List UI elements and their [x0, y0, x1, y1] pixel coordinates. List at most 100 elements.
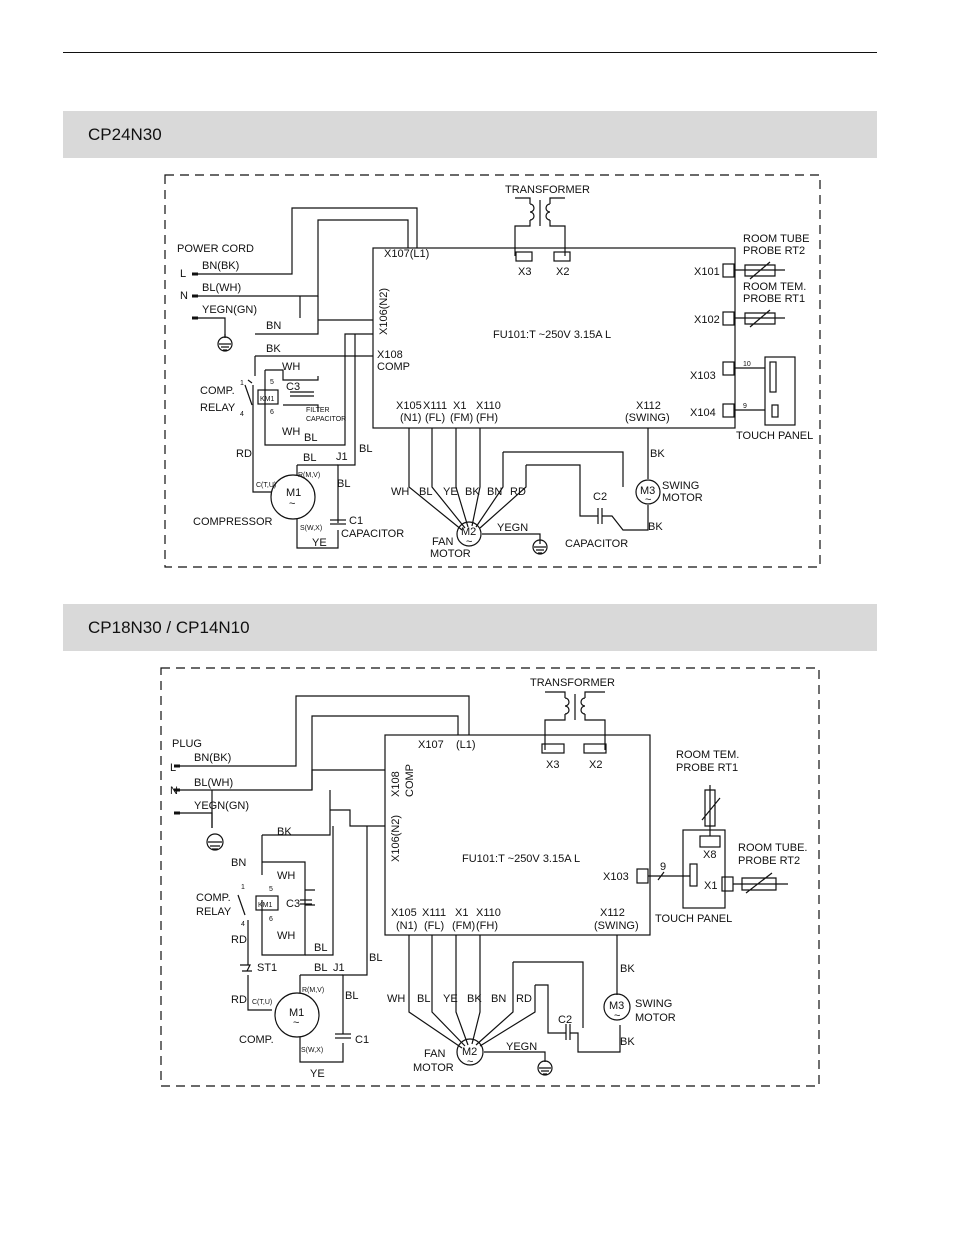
label: YEGN(GN) — [194, 800, 249, 812]
label: MOTOR — [635, 1012, 676, 1024]
label: X106(N2) — [390, 815, 402, 862]
label: X104 — [690, 407, 716, 419]
label: 1 — [240, 380, 244, 387]
label: C3 — [286, 381, 300, 393]
label: RELAY — [200, 402, 236, 414]
label: RD — [510, 486, 526, 498]
label: X102 — [694, 314, 720, 326]
label: (FH) — [476, 412, 498, 424]
label: C1 — [349, 515, 363, 527]
label: MOTOR — [413, 1062, 454, 1074]
label: X101 — [694, 266, 720, 278]
connector-x104 — [722, 403, 735, 418]
label: X105 — [391, 907, 417, 919]
label: X111 — [423, 400, 447, 412]
connector-x101 — [722, 263, 735, 278]
label: TOUCH PANEL — [655, 913, 732, 925]
label: M1 — [286, 487, 301, 499]
swing-motor-m3 — [603, 993, 631, 1021]
label: PROBE RT2 — [743, 245, 805, 257]
label: BN — [487, 486, 502, 498]
label: L — [180, 268, 186, 280]
label: (FH) — [476, 920, 498, 932]
label: (FM) — [450, 412, 473, 424]
relay-coil — [255, 895, 279, 911]
dashed-frame — [164, 174, 821, 568]
label: WH — [391, 486, 409, 498]
label: COMP. — [200, 385, 235, 397]
connector-x103 — [636, 868, 649, 884]
thermal-switch-st1 — [240, 964, 252, 972]
label: BL — [314, 942, 327, 954]
label: RELAY — [196, 906, 232, 918]
label: ST1 — [257, 962, 277, 974]
label: 10 — [743, 361, 751, 368]
top-rule — [63, 52, 877, 53]
label: ROOM TUBE. — [738, 842, 807, 854]
label: COMP. — [196, 892, 231, 904]
label: KM1 — [258, 902, 273, 909]
label: (FM) — [452, 920, 475, 932]
compressor-m1 — [270, 474, 316, 520]
fan-motor-m2 — [456, 1038, 484, 1066]
label: C(T,U) — [252, 999, 272, 1006]
label: X107 — [418, 739, 444, 751]
wire-rd — [252, 385, 272, 493]
label: S(W,X) — [301, 1047, 323, 1054]
label: BL — [303, 452, 316, 464]
label: 6 — [269, 916, 273, 923]
label: X110 — [476, 400, 501, 412]
label: TRANSFORMER — [530, 677, 615, 689]
label: BL — [314, 962, 327, 974]
label: RD — [236, 448, 252, 460]
label: MOTOR — [662, 492, 703, 504]
label: COMP. — [239, 1034, 274, 1046]
label: M3 — [609, 1000, 624, 1012]
wire-bk — [262, 790, 331, 836]
label: PLUG — [172, 738, 202, 750]
section-title: CP18N30 / CP14N10 — [88, 618, 250, 637]
section-title: CP24N30 — [88, 125, 162, 144]
label: YE — [312, 537, 327, 549]
label: X111 — [422, 907, 446, 919]
wire-bn-bk — [180, 695, 470, 767]
label: M2 — [461, 526, 476, 538]
label: BN — [491, 993, 506, 1005]
label: (N1) — [396, 920, 417, 932]
label: ~ — [645, 494, 651, 506]
label: S(W,X) — [300, 525, 322, 532]
label: WH — [277, 930, 295, 942]
label: N — [180, 290, 188, 302]
label: X108 — [377, 349, 403, 361]
label: BL — [419, 486, 432, 498]
label: BN(BK) — [202, 260, 239, 272]
section-header-cp24n30: CP24N30 — [63, 111, 877, 158]
connector-x1 — [721, 876, 734, 892]
label: X1 — [455, 907, 468, 919]
relay-switch — [244, 379, 253, 406]
label: FAN — [432, 536, 453, 548]
label: X112 — [636, 400, 661, 412]
transformer-symbol — [541, 691, 607, 754]
swing-motor-m3 — [635, 479, 661, 505]
label: X106(N2) — [378, 288, 390, 335]
label: RD — [516, 993, 532, 1005]
fan-motor-m2 — [456, 521, 482, 547]
label: ROOM TEM. — [676, 749, 739, 761]
label: X3 — [546, 759, 559, 771]
label: 4 — [240, 411, 244, 418]
label: (N1) — [400, 412, 421, 424]
label: BL(WH) — [194, 777, 233, 789]
connector-x103 — [722, 361, 735, 376]
label: YE — [443, 486, 458, 498]
compressor-m1 — [274, 992, 320, 1038]
label: PROBE RT1 — [676, 762, 738, 774]
label: X103 — [603, 871, 629, 883]
label: C3 — [286, 898, 300, 910]
relay-switch — [237, 894, 246, 916]
label: SWING — [635, 998, 672, 1010]
label: FILTER — [306, 407, 330, 414]
wire-bn-bk — [198, 207, 418, 275]
label: TOUCH PANEL — [736, 430, 813, 442]
label: ROOM TUBE — [743, 233, 809, 245]
